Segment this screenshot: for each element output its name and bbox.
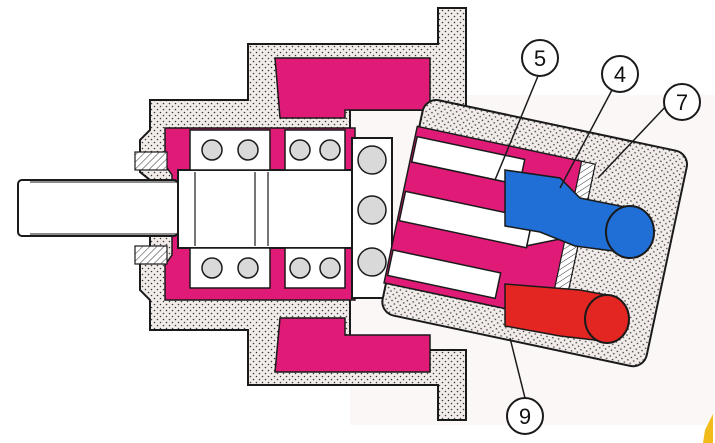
ball-joint-1 — [357, 145, 387, 175]
leader-7 — [597, 103, 669, 179]
callout-5-label: 5 — [534, 46, 546, 71]
leader-4 — [559, 89, 613, 189]
callout-9-label: 9 — [519, 404, 531, 429]
oil-cavity-top — [274, 57, 431, 119]
bearing-row-top — [189, 129, 346, 171]
ball-joint-3 — [357, 247, 387, 277]
leader-9 — [509, 337, 526, 399]
oil-cavity-bottom — [274, 317, 431, 373]
callout-9: 9 — [506, 397, 544, 435]
callout-7-label: 7 — [676, 90, 688, 115]
ball-joint-2 — [357, 195, 387, 225]
leader-5 — [494, 75, 539, 181]
callout-7: 7 — [663, 83, 701, 121]
output-shaft-stub — [17, 179, 179, 237]
corner-accent-mark — [703, 414, 713, 443]
callout-4: 4 — [601, 55, 639, 93]
blue-port-opening — [605, 205, 655, 259]
callout-4-label: 4 — [614, 62, 626, 87]
shaft-seal-bottom — [134, 245, 168, 265]
callout-5: 5 — [521, 39, 559, 77]
red-port-opening — [584, 294, 630, 344]
shaft-seal-top — [134, 151, 168, 171]
piston-3 — [386, 249, 502, 300]
bearing-row-bottom — [189, 247, 346, 289]
